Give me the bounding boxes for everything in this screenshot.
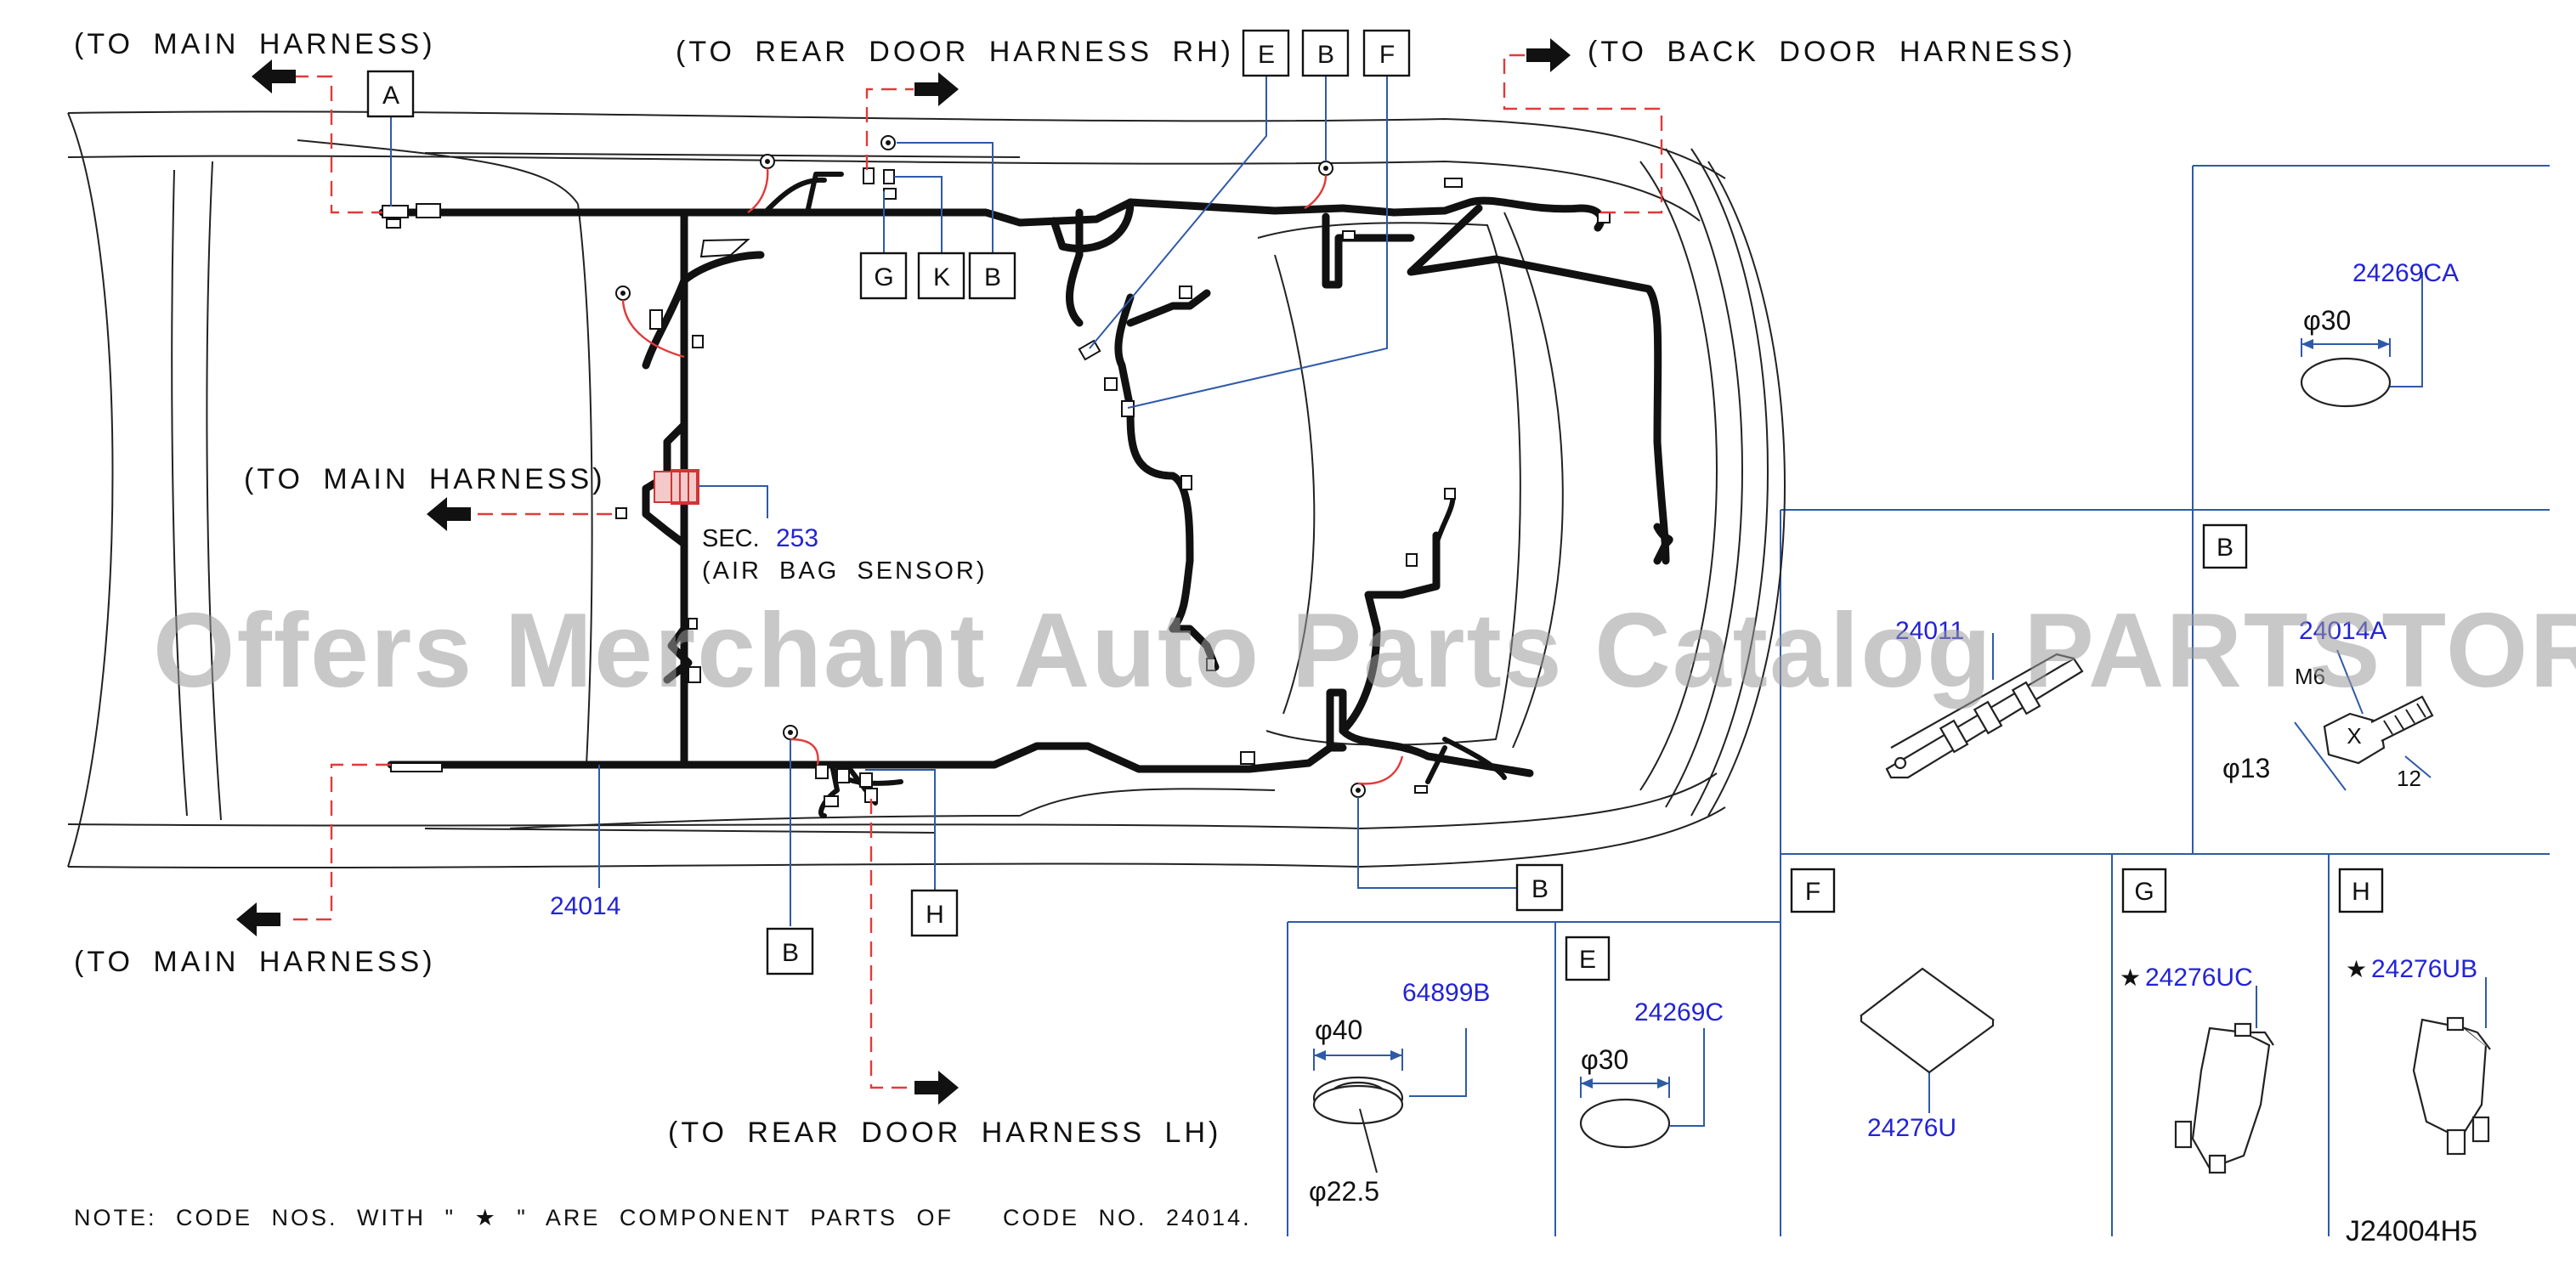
- pn-24011-partial: 24011: [1895, 617, 1964, 645]
- pn-24269C: 24269C: [1634, 998, 1724, 1026]
- drawing-code: J24004H5: [2346, 1215, 2477, 1247]
- label-sec: SEC.: [702, 525, 760, 552]
- svg-text:12: 12: [2397, 766, 2421, 791]
- arrow-right-lh: [914, 1071, 959, 1105]
- pn-24276UC: 24276UC: [2145, 964, 2253, 992]
- panel-label-h: H: [2338, 868, 2384, 913]
- star-h: ★: [2346, 956, 2367, 982]
- callout-a: A: [366, 70, 415, 118]
- callout-h: H: [910, 889, 959, 937]
- footer: NOTE: CODE NOS. WITH " ★ " ARE COMPONENT…: [74, 1205, 2477, 1247]
- label-to-main-harness-bottom: (TO MAIN HARNESS): [74, 946, 436, 978]
- callout-g: G: [859, 252, 908, 300]
- callout-k: K: [917, 252, 965, 300]
- label-to-rear-door-lh: (TO REAR DOOR HARNESS LH): [668, 1117, 1221, 1149]
- panel-frames: [1287, 165, 2550, 1236]
- label-to-main-harness-mid: (TO MAIN HARNESS): [244, 463, 606, 495]
- arrows: [236, 38, 1571, 1105]
- label-to-main-harness-top: (TO MAIN HARNESS): [74, 28, 436, 60]
- svg-text:B: B: [984, 263, 1001, 291]
- svg-text:B: B: [782, 939, 799, 967]
- svg-text:φ30: φ30: [1581, 1044, 1628, 1075]
- pn-24014: 24014: [550, 892, 620, 920]
- callout-f-top: F: [1362, 29, 1411, 77]
- callout-b-bottom: B: [766, 927, 814, 975]
- svg-text:E: E: [1258, 41, 1275, 69]
- svg-text:B: B: [1317, 41, 1334, 69]
- red-ground-leads: [621, 167, 1404, 785]
- svg-text:E: E: [1579, 946, 1596, 974]
- svg-text:K: K: [933, 263, 950, 291]
- main-harness-24014: [378, 172, 1673, 818]
- pn-24014A-partial: 24014A: [2299, 617, 2386, 645]
- arrow-right-back: [1526, 38, 1571, 72]
- arrow-right-rh: [914, 72, 959, 106]
- svg-text:φ30: φ30: [2303, 305, 2351, 336]
- svg-text:F: F: [1379, 41, 1395, 69]
- dimension-labels: φ30 M6 φ13 12 φ40 φ22.5 φ30: [1309, 305, 2421, 1207]
- note-text: NOTE: CODE NOS. WITH " ★ " ARE COMPONENT…: [74, 1205, 954, 1230]
- svg-text:F: F: [1805, 878, 1820, 906]
- arrow-left-top: [252, 59, 296, 93]
- svg-text:G: G: [874, 263, 893, 291]
- part-number-labels: 24014 24269CA 24011 24014A 24269C 64899B…: [550, 259, 2477, 1142]
- panel-label-b: B: [2202, 523, 2248, 569]
- red-dashed-routes: [293, 54, 1663, 1089]
- callout-b-mid: B: [968, 252, 1016, 300]
- route-labels: (TO MAIN HARNESS) (TO REAR DOOR HARNESS …: [74, 28, 2076, 1149]
- svg-text:B: B: [2216, 534, 2233, 562]
- leader-lines: [390, 70, 2487, 1127]
- arrow-left-mid: [427, 497, 471, 531]
- grommet-64899B-illustration: [1312, 1049, 1404, 1173]
- svg-text:H: H: [926, 901, 944, 929]
- clip-24276UB-illustration: [2412, 1016, 2491, 1156]
- label-to-back-door: (TO BACK DOOR HARNESS): [1588, 36, 2076, 68]
- connectors: [382, 135, 1611, 807]
- callout-b-right: B: [1515, 863, 1564, 912]
- svg-text:φ13: φ13: [2222, 753, 2270, 783]
- svg-text:H: H: [2352, 878, 2370, 906]
- callout-b-top: B: [1301, 29, 1350, 77]
- panel-label-g: G: [2121, 868, 2167, 913]
- callout-boxes: A E B F G K B B H B B E F G H: [366, 29, 2384, 981]
- panel-label-f: F: [1790, 868, 1836, 913]
- svg-text:φ22.5: φ22.5: [1309, 1176, 1379, 1207]
- grommet-24269C-illustration: [1579, 1077, 1671, 1149]
- arrow-left-bottom: [236, 902, 280, 936]
- pn-24269CA: 24269CA: [2352, 259, 2459, 287]
- clip-24269CA-illustration: [2300, 357, 2392, 408]
- star-g: ★: [2120, 964, 2141, 991]
- svg-text:M6: M6: [2295, 664, 2325, 689]
- label-sec-number: 253: [776, 524, 818, 552]
- bolt-illustration: X: [2294, 695, 2434, 791]
- svg-text:G: G: [2134, 878, 2154, 906]
- note-text-code: CODE NO. 24014.: [1003, 1205, 1252, 1230]
- label-to-rear-door-rh: (TO REAR DOOR HARNESS RH): [676, 36, 1234, 68]
- watermark: Offers Merchant Auto Parts Catalog PARTS…: [153, 592, 2576, 710]
- svg-text:X: X: [2347, 723, 2361, 749]
- pn-24276UB: 24276UB: [2371, 955, 2477, 983]
- callout-e-top: E: [1242, 29, 1290, 77]
- pn-64899B: 64899B: [1402, 979, 1490, 1007]
- panel-label-e: E: [1565, 936, 1611, 981]
- clip-24276UC-illustration: [2174, 1022, 2274, 1174]
- label-air-bag-sensor: (AIR BAG SENSOR): [702, 557, 988, 585]
- svg-text:A: A: [382, 82, 399, 110]
- pn-24276U: 24276U: [1867, 1114, 1956, 1142]
- svg-text:φ40: φ40: [1315, 1015, 1362, 1045]
- svg-text:B: B: [1531, 875, 1548, 903]
- part-illustrations: X: [1312, 338, 2491, 1174]
